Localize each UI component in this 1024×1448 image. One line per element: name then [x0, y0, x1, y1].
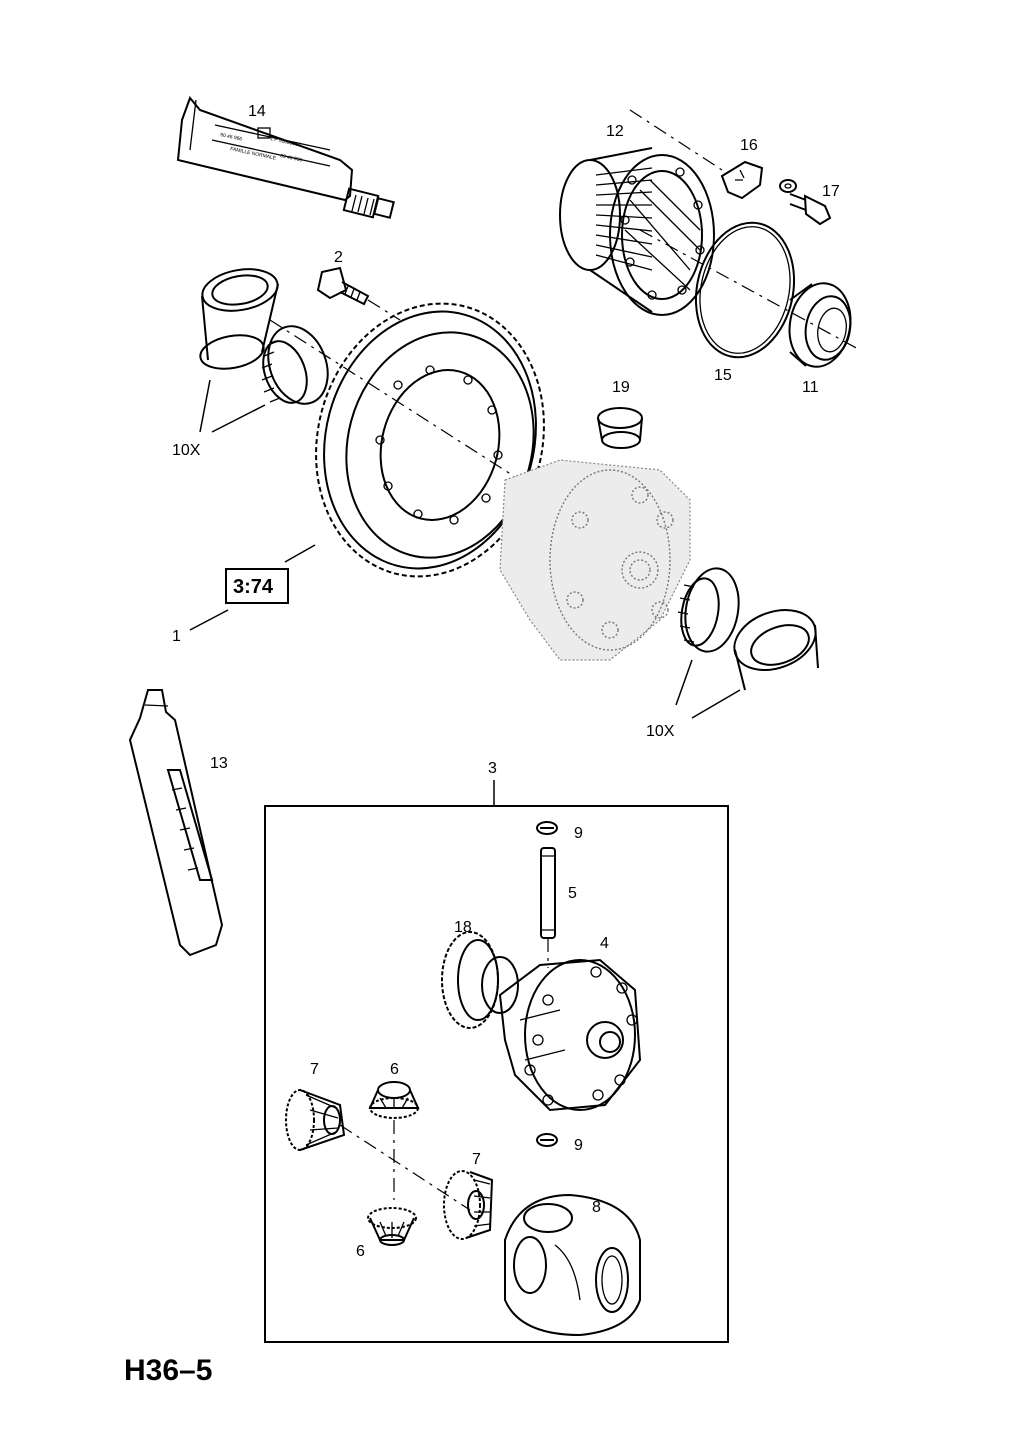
ratio-label: 3:74	[233, 576, 274, 598]
o-ring-15	[694, 221, 796, 359]
bearing-cup-right	[733, 609, 819, 691]
label-10x-left: 10X	[172, 442, 201, 459]
ring-gear-1	[315, 302, 545, 578]
circlip-9-top	[536, 821, 558, 835]
label-14: 14	[248, 103, 266, 120]
label-12: 12	[606, 123, 624, 140]
lock-plate-16	[720, 160, 764, 200]
label-5: 5	[568, 885, 577, 902]
differential-cage-8	[504, 1193, 641, 1337]
label-2: 2	[334, 249, 343, 266]
bearing-cone-right	[677, 567, 740, 653]
label-7-right: 7	[472, 1151, 481, 1168]
bushing-19	[597, 407, 643, 449]
bolt-17	[779, 179, 832, 226]
label-7-left: 7	[310, 1061, 319, 1078]
adjusting-ring-12	[559, 147, 715, 316]
side-gear-7-right	[443, 1170, 494, 1240]
differential-case-outline	[499, 459, 691, 661]
label-8: 8	[592, 1199, 601, 1216]
drive-gear-18	[441, 931, 519, 1029]
label-18: 18	[454, 919, 472, 936]
svg-text:FAMILLE NORMALE: FAMILLE NORMALE	[230, 146, 278, 162]
assembly-3-frame	[264, 805, 729, 1343]
label-10x-right: 10X	[646, 723, 675, 740]
side-gear-7-left	[285, 1089, 346, 1151]
circlip-9-bottom	[536, 1133, 558, 1147]
label-17: 17	[822, 183, 840, 200]
svg-text:90 46 966: 90 46 966	[220, 132, 243, 143]
sealant-tube-14: 90 46 966 1 P 90001812 FAMILLE NORMALE 0…	[176, 96, 395, 219]
sealant-tube-13	[128, 689, 224, 957]
label-6-top: 6	[390, 1061, 399, 1078]
pinion-shaft-5	[540, 847, 556, 939]
svg-text:1 P 90001812: 1 P 90001812	[270, 136, 302, 148]
label-4: 4	[600, 935, 609, 952]
bearing-cup-left	[199, 268, 279, 370]
label-3: 3	[488, 760, 497, 777]
label-15: 15	[714, 367, 732, 384]
label-16: 16	[740, 137, 758, 154]
label-6-bottom: 6	[356, 1243, 365, 1260]
diagram-code: H36–5	[124, 1354, 212, 1387]
label-9-top: 9	[574, 825, 583, 842]
label-9-bottom: 9	[574, 1137, 583, 1154]
ratio-box	[225, 568, 289, 604]
pinion-gear-6-bottom	[367, 1207, 417, 1246]
label-19: 19	[612, 379, 630, 396]
differential-case-4	[498, 958, 642, 1112]
svg-text:09 46 966: 09 46 966	[280, 153, 303, 164]
pinion-gear-6-top	[368, 1081, 420, 1119]
label-1: 1	[172, 628, 181, 645]
label-13: 13	[210, 755, 228, 772]
ring-gear-bolt-2	[316, 266, 370, 306]
label-11: 11	[802, 379, 819, 396]
